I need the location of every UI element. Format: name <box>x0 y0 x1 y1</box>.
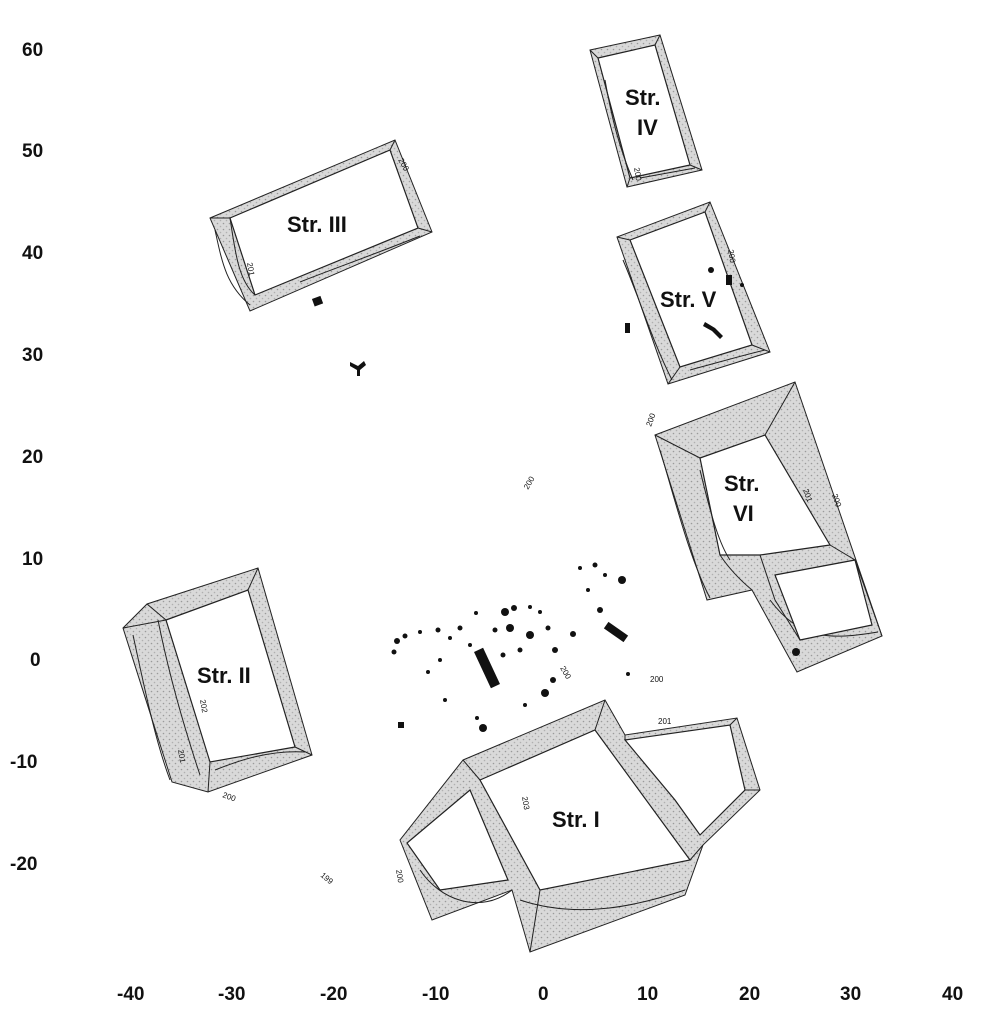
x-tick-20: 20 <box>739 984 760 1005</box>
structure-vi-label-line1: Str. <box>724 471 759 496</box>
contour-label-203-str1: 203 <box>520 796 531 811</box>
structure-iv: Str. IV 200 <box>589 34 703 188</box>
x-tick-0: 0 <box>538 984 549 1005</box>
contour-label-200-str2: 200 <box>221 790 237 803</box>
structure-vi: Str. VI 200 201 200 <box>644 381 883 673</box>
contour-label-201-str6: 201 <box>801 488 814 504</box>
x-tick-minus40: -40 <box>117 984 144 1005</box>
contour-label-200-str4: 200 <box>632 167 643 182</box>
structure-v-label: Str. V <box>660 287 717 312</box>
contour-label-200-str6: 200 <box>644 412 657 428</box>
contour-label-202-str2: 202 <box>198 699 209 714</box>
x-tick-40: 40 <box>942 984 963 1005</box>
structure-ii: Str. II 202 201 200 <box>122 567 313 804</box>
y-axis: 60 50 40 30 20 10 0 -10 -20 <box>10 40 43 875</box>
contour-label-201-str2: 201 <box>176 749 187 764</box>
structure-iv-label-line1: Str. <box>625 85 660 110</box>
y-tick-minus10: -10 <box>10 752 37 773</box>
contour-label-200-right: 200 <box>650 675 664 684</box>
x-tick-30: 30 <box>840 984 861 1005</box>
structure-vi-label-line2: VI <box>733 501 754 526</box>
x-tick-minus30: -30 <box>218 984 245 1005</box>
y-tick-20: 20 <box>22 447 43 468</box>
y-tick-10: 10 <box>22 549 43 570</box>
contour-label-201-str3: 201 <box>245 262 256 277</box>
contour-label-200-mid: 200 <box>558 665 573 682</box>
contour-label-200-str6b: 200 <box>830 493 843 509</box>
structure-i: Str. I 203 201 200 <box>394 699 761 953</box>
y-tick-40: 40 <box>22 243 43 264</box>
structure-v: Str. V 200 <box>616 201 771 385</box>
x-tick-minus20: -20 <box>320 984 347 1005</box>
x-axis: -40 -30 -20 -10 0 10 20 30 40 <box>117 984 963 1005</box>
x-tick-10: 10 <box>637 984 658 1005</box>
contour-label-200-str5: 200 <box>726 249 737 264</box>
contour-label-200-str1: 200 <box>394 869 405 884</box>
contour-label-199: 199 <box>319 871 335 887</box>
x-tick-minus10: -10 <box>422 984 449 1005</box>
structure-i-label: Str. I <box>552 807 600 832</box>
structure-iv-label-line2: IV <box>637 115 658 140</box>
y-tick-60: 60 <box>22 40 43 61</box>
structure-iii: Str. III 200 201 <box>209 139 433 312</box>
y-tick-0: 0 <box>30 650 41 671</box>
contour-label-200-center: 200 <box>522 474 537 491</box>
y-tick-50: 50 <box>22 141 43 162</box>
structure-ii-label: Str. II <box>197 663 251 688</box>
y-tick-minus20: -20 <box>10 854 37 875</box>
contour-label-201-str1: 201 <box>658 717 672 726</box>
features <box>311 295 630 732</box>
y-tick-30: 30 <box>22 345 43 366</box>
structure-iii-label: Str. III <box>287 212 347 237</box>
